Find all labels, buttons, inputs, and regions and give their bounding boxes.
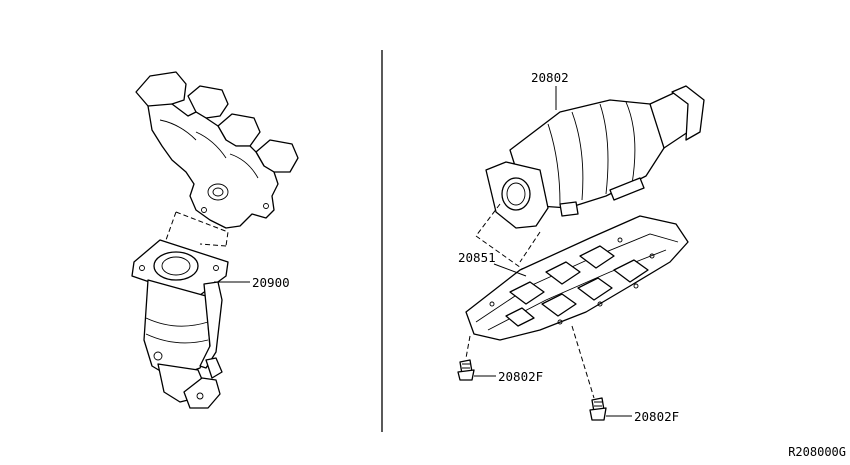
catalytic-converter [485, 85, 705, 229]
part-label-20802: 20802 [531, 70, 569, 85]
part-label-bolt-left: 20802F [498, 369, 543, 384]
bolt-dashes-right [571, 325, 595, 399]
part-label-bolt-right: 20802F [634, 409, 679, 424]
bolt-right [589, 397, 607, 421]
diagram-code: R208000G [788, 445, 846, 459]
manifold-converter [131, 239, 229, 409]
exhaust-manifold [135, 71, 299, 229]
part-label-20900: 20900 [252, 275, 290, 290]
connection-dashes-manifold [165, 211, 229, 247]
bolt-dashes-left [465, 335, 471, 359]
leader-20851 [493, 263, 527, 277]
heat-shield [465, 215, 689, 341]
connection-dashes-converter [475, 203, 541, 271]
bolt-left [457, 359, 475, 381]
part-label-20851: 20851 [458, 250, 496, 265]
